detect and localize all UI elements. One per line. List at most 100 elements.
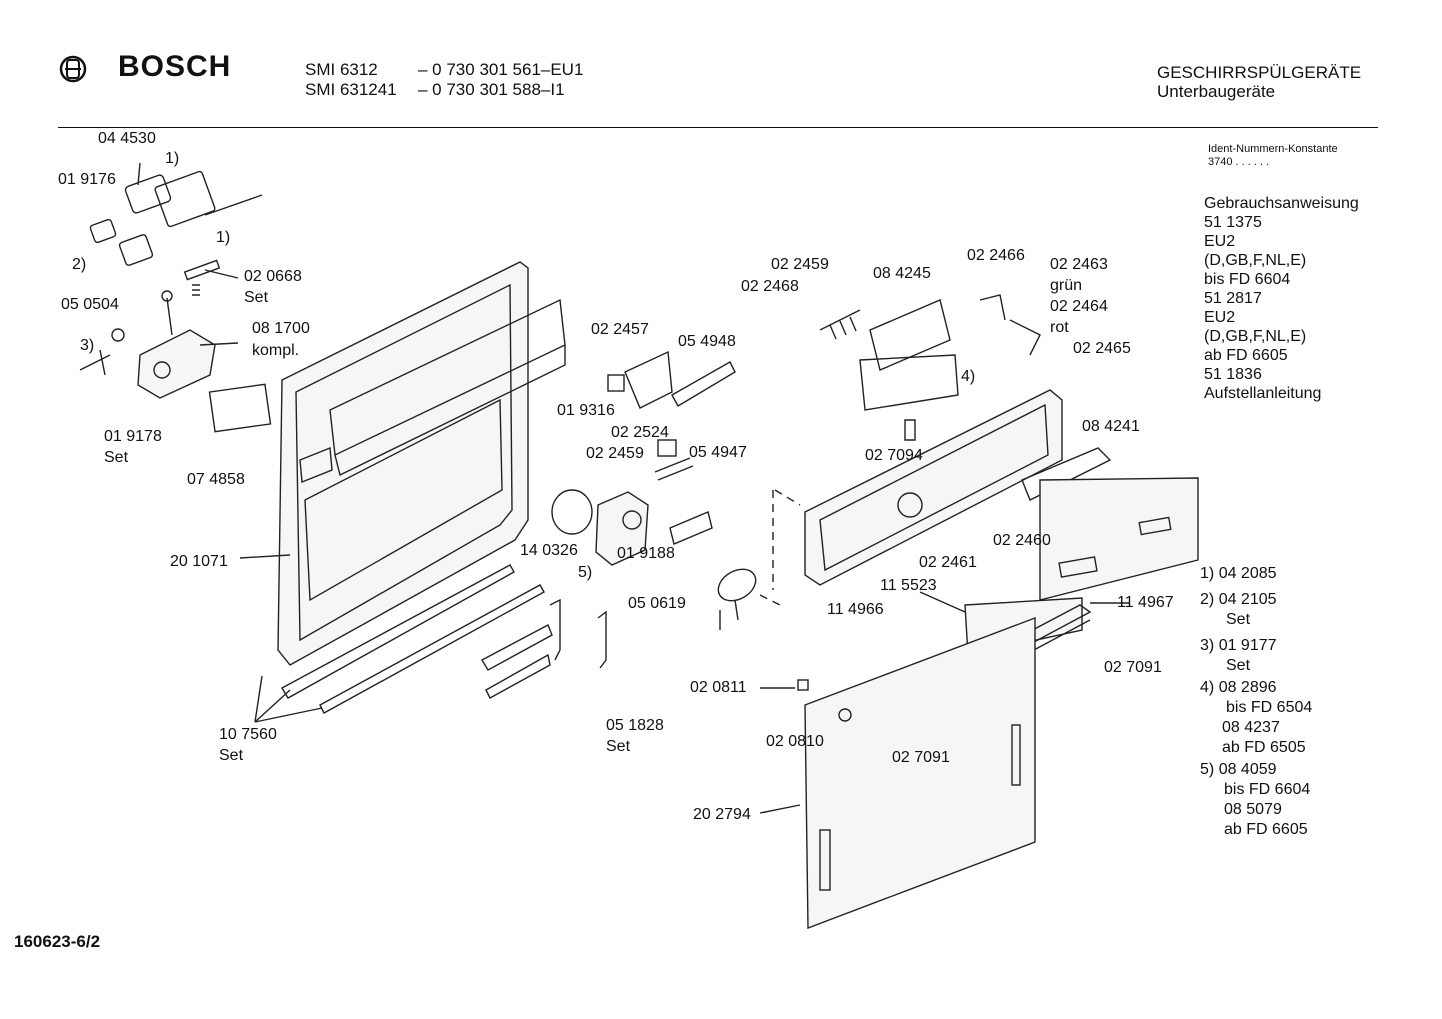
note-line: 51 1375 (1204, 214, 1262, 231)
front-door-panel-part (797, 616, 1036, 930)
part-callout: 02 2459 (771, 256, 829, 273)
part-callout-qualifier: Set (244, 289, 269, 306)
footnote-marker: 3) (80, 337, 95, 354)
part-callout: 04 4530 (98, 130, 156, 147)
part-callout: 05 0619 (628, 595, 686, 612)
door-rail-part (281, 564, 545, 714)
legend-entry: 1) 04 2085 (1200, 565, 1277, 582)
part-callout-qualifier: rot (1050, 319, 1069, 336)
legend-line: 08 4237 (1222, 719, 1280, 736)
header-divider (58, 127, 1378, 128)
part-callout: 02 2524 (611, 424, 669, 441)
legend-entry: 3) 01 9177 (1200, 637, 1277, 654)
part-callout-qualifier: Set (219, 747, 244, 764)
panel-bracket-part (979, 294, 1112, 501)
legend-entry: 5) 08 4059 (1200, 761, 1277, 778)
legend-entry: 2) 04 2105 (1200, 591, 1277, 608)
category-subtitle: Unterbaugeräte (1157, 82, 1276, 101)
part-callout: 02 0811 (690, 679, 747, 696)
part-callout: 11 5523 (880, 577, 937, 594)
brand-name: BOSCH (118, 50, 232, 83)
note-line: (D,GB,F,NL,E) (1204, 252, 1307, 269)
footnote-marker: 2) (72, 256, 87, 273)
legend-line: 08 5079 (1224, 801, 1282, 818)
model-name: SMI 631241 (305, 80, 397, 99)
handle-parts (89, 170, 263, 296)
front-panel-part (964, 477, 1199, 656)
part-callout: 02 0810 (766, 733, 824, 750)
part-callout: 08 4245 (873, 265, 931, 282)
note-line: bis FD 6604 (1204, 271, 1291, 288)
part-callout: 08 1700 (252, 320, 310, 337)
legend-line: ab FD 6505 (1222, 739, 1306, 756)
part-callout: 11 4966 (827, 601, 884, 618)
part-callout: 01 9188 (617, 545, 675, 562)
door-lock-part (79, 290, 272, 433)
legend-line: bis FD 6604 (1224, 781, 1311, 798)
note-line: ab FD 6605 (1204, 347, 1288, 364)
part-callout: 05 4947 (689, 444, 747, 461)
part-callout: 07 4858 (187, 471, 245, 488)
part-callout: 02 0668 (244, 268, 302, 285)
part-callout: 11 4967 (1117, 594, 1174, 611)
part-callout: 02 2464 (1050, 298, 1108, 315)
drawing-number: 160623-6/2 (14, 932, 101, 951)
timer-and-switch-parts (481, 350, 757, 699)
part-callout-qualifier: Set (104, 449, 129, 466)
part-callout: 20 2794 (693, 806, 751, 823)
door-frame-part (277, 261, 566, 666)
control-panel-part (759, 299, 1063, 606)
category-title: GESCHIRRSPÜLGERÄTE (1157, 63, 1362, 82)
part-callout: 02 2468 (741, 278, 799, 295)
part-callout-qualifier: Set (606, 738, 631, 755)
note-line: Aufstellanleitung (1204, 385, 1322, 402)
footnote-marker: 5) (578, 564, 593, 581)
note-line: EU2 (1204, 233, 1236, 250)
model-number: – 0 730 301 588–I1 (418, 80, 565, 99)
part-callout: 14 0326 (520, 542, 578, 559)
legend-entry: 4) 08 2896 (1200, 679, 1277, 696)
bosch-armature-logo-icon (59, 55, 87, 83)
legend-line: Set (1226, 611, 1251, 628)
documentation-notes: Gebrauchsanweisung 51 1375 EU2 (D,GB,F,N… (1204, 194, 1359, 403)
footnote-marker: 1) (216, 229, 231, 246)
part-callout: 05 1828 (606, 717, 664, 734)
note-line: Gebrauchsanweisung (1204, 195, 1359, 212)
note-line: (D,GB,F,NL,E) (1204, 328, 1307, 345)
part-callout: 02 2465 (1073, 340, 1131, 357)
part-callout: 02 2461 (919, 554, 977, 571)
part-callout: 02 7091 (1104, 659, 1162, 676)
model-name: SMI 6312 (305, 60, 378, 79)
ident-label: Ident-Nummern-Konstante (1208, 143, 1338, 155)
legend-line: ab FD 6605 (1224, 821, 1308, 838)
part-callout: 02 7094 (865, 447, 923, 464)
note-line: 51 2817 (1204, 290, 1262, 307)
legend-line: Set (1226, 657, 1251, 674)
footnote-marker: 1) (165, 150, 180, 167)
part-callout: 02 2466 (967, 247, 1025, 264)
part-callout: 01 9176 (58, 171, 116, 188)
part-callout: 01 9316 (557, 402, 615, 419)
footnote-marker: 4) (961, 368, 976, 385)
part-callout: 08 4241 (1082, 418, 1140, 435)
legend-line: bis FD 6504 (1226, 699, 1313, 716)
part-callout: 05 0504 (61, 296, 119, 313)
part-callout: 02 2463 (1050, 256, 1108, 273)
ident-value: 3740 . . . . . . (1208, 156, 1270, 168)
footnote-legend: 1) 04 2085 2) 04 2105 Set 3) 01 9177 Set… (1200, 564, 1312, 840)
part-callout: 02 7091 (892, 749, 950, 766)
part-callout: 02 2457 (591, 321, 649, 338)
note-line: 51 1836 (1204, 366, 1262, 383)
model-number: – 0 730 301 561–EU1 (418, 60, 584, 79)
part-callout: 05 4948 (678, 333, 736, 350)
part-callout: 10 7560 (219, 726, 277, 743)
part-callout: 02 2460 (993, 532, 1051, 549)
leader-lines (137, 162, 1130, 814)
note-line: EU2 (1204, 309, 1236, 326)
part-callout: 01 9178 (104, 428, 162, 445)
part-callout: 20 1071 (170, 553, 228, 570)
part-callout-qualifier: grün (1050, 277, 1083, 294)
part-callout-qualifier: kompl. (252, 342, 300, 359)
part-callout: 02 2459 (586, 445, 644, 462)
